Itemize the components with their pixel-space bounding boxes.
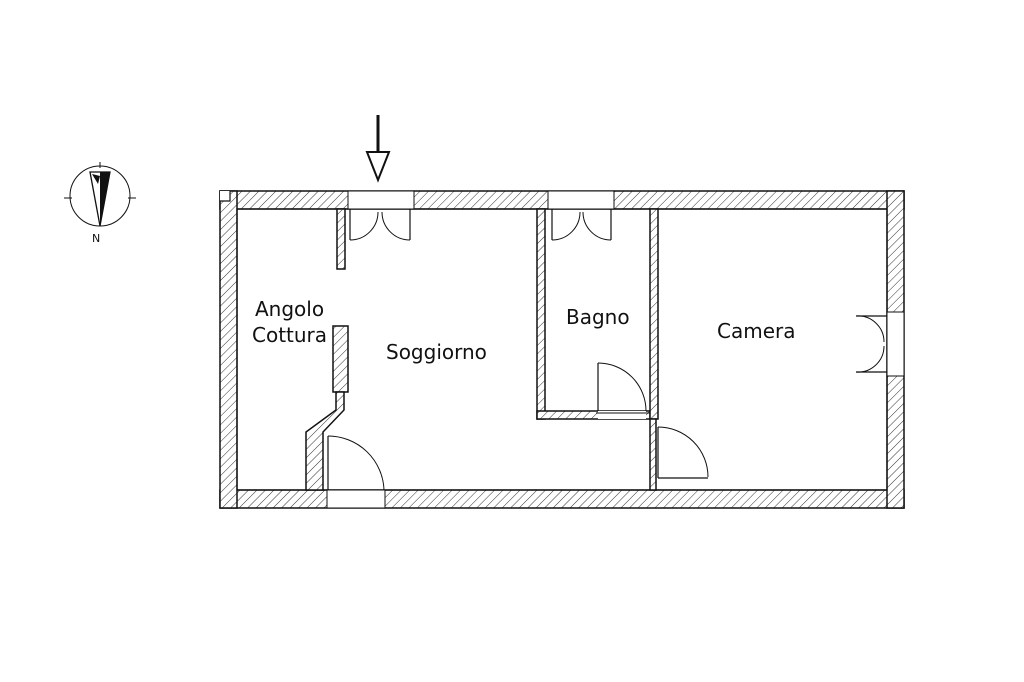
- room-label-bagno: Bagno: [566, 305, 630, 329]
- room-label-soggiorno: Soggiorno: [386, 340, 487, 364]
- entrance-arrow-icon: [365, 115, 391, 183]
- window-sash-soggiorno: [349, 209, 411, 241]
- room-label-angolo: Angolo: [255, 297, 324, 321]
- window-sash-camera: [855, 315, 887, 373]
- door-entrance: [327, 435, 385, 491]
- interior-walls: [305, 208, 659, 491]
- door-bagno: [596, 362, 650, 419]
- compass-icon: N: [64, 162, 136, 245]
- window-sash-bagno: [551, 209, 612, 241]
- door-camera: [657, 426, 709, 479]
- room-label-cottura: Cottura: [252, 323, 327, 347]
- room-label-camera: Camera: [717, 319, 796, 343]
- windows: [326, 190, 905, 509]
- compass-north-label: N: [92, 232, 100, 245]
